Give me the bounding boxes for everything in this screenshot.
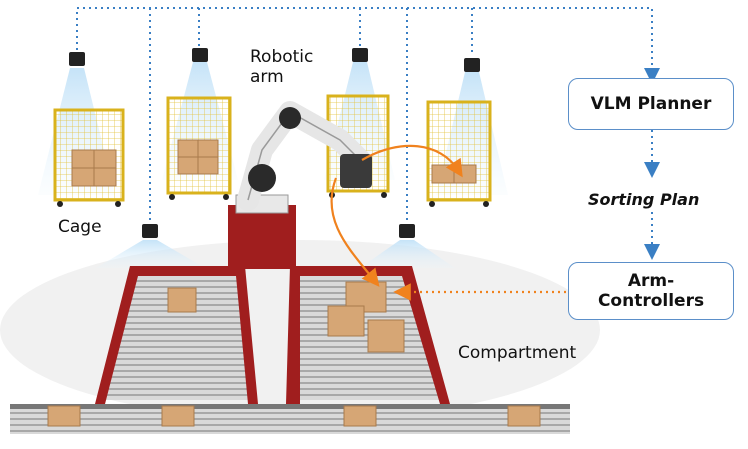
camera-icons (69, 48, 480, 238)
compartment-label: Compartment (458, 343, 577, 363)
main-conveyor (10, 404, 570, 434)
pick-place-arrows (330, 144, 566, 301)
sorting-plan-label: Sorting Plan (588, 190, 700, 209)
vlm-planner-box: VLM Planner (568, 78, 734, 130)
arm-controllers-label: Arm-Controllers (597, 270, 705, 311)
left-compartment (95, 266, 258, 404)
cage-label: Cage (58, 217, 102, 237)
robotic-arm-icon (228, 101, 372, 269)
vlm-planner-label: VLM Planner (590, 93, 712, 114)
robotic-arm-label: Robotic arm (250, 47, 314, 87)
right-compartment (286, 266, 450, 404)
camera-network-lines (76, 7, 660, 260)
arm-controllers-box: Arm-Controllers (568, 262, 734, 320)
cages (53, 94, 492, 207)
